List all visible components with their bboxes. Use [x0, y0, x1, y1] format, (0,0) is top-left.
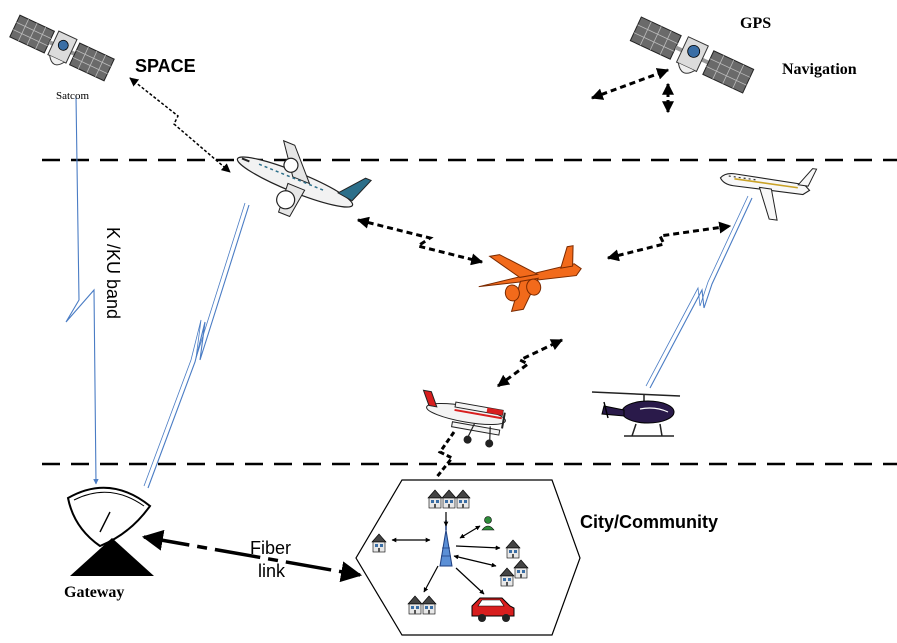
satcom-satellite-icon	[9, 14, 115, 82]
biplane-to-city-link	[434, 431, 456, 479]
gps-horizontal-arrow	[590, 68, 670, 100]
satcom-label: Satcom	[56, 90, 89, 102]
car-icon	[471, 597, 515, 622]
band-label: K /KU band	[103, 227, 123, 319]
city-label: City/Community	[580, 512, 718, 532]
space-label: SPACE	[135, 56, 196, 76]
biplane-icon	[422, 389, 506, 448]
fiber-link-arrow	[141, 529, 363, 583]
helicopter-jet-link-double	[645, 195, 749, 387]
fiber-label-line2: link	[258, 561, 286, 581]
transport-plane-icon	[236, 139, 373, 218]
cargo-to-biplane-link	[497, 338, 564, 388]
satcom-gateway-link	[65, 95, 99, 485]
helicopter-icon	[591, 391, 681, 437]
satcom-plane-link	[129, 77, 231, 173]
orange-cargo-plane-icon	[478, 245, 582, 312]
helicopter-jet-link	[649, 197, 753, 389]
person-icon	[481, 516, 495, 531]
gateway-plane-link	[147, 204, 250, 489]
navigation-label: Navigation	[782, 61, 857, 78]
gps-label: GPS	[740, 15, 771, 32]
city-link-arrows	[391, 512, 501, 595]
business-jet-icon	[719, 168, 818, 221]
gateway-plane-link-double	[143, 202, 246, 487]
cargo-to-jet-link	[606, 221, 732, 262]
gateway-label: Gateway	[64, 584, 124, 601]
gateway-dish-icon	[66, 486, 154, 576]
gps-satellite-icon	[629, 16, 755, 94]
fiber-label-line1: Fiber	[250, 538, 291, 558]
plane-to-cargo-link	[356, 216, 484, 266]
